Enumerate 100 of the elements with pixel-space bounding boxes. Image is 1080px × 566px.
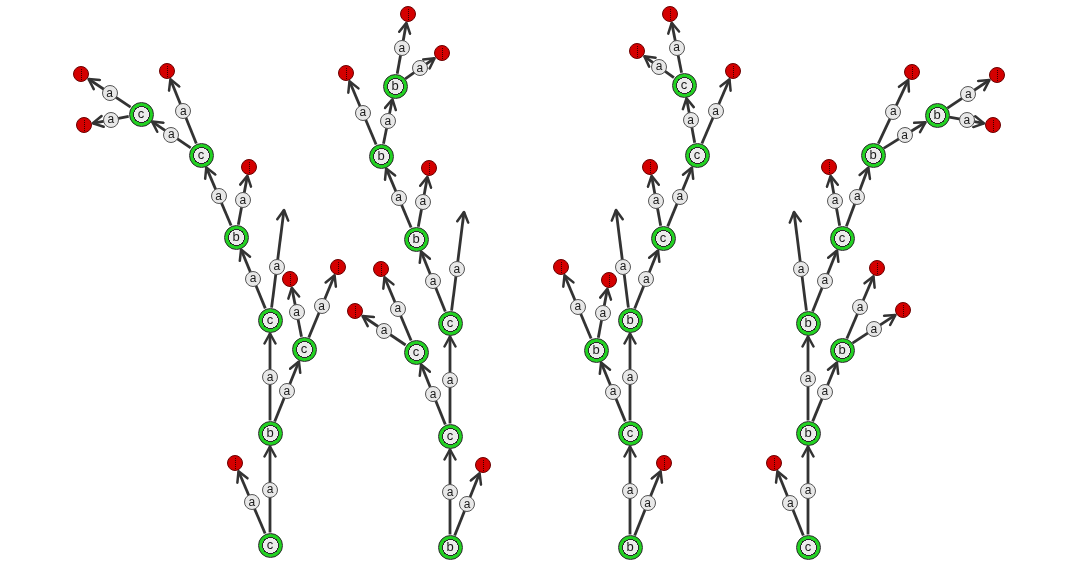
- state-node: c: [188, 142, 214, 168]
- arrow: [87, 77, 132, 109]
- edge-label: a: [243, 494, 260, 511]
- state-node: b: [860, 142, 886, 168]
- edge-label: a: [175, 103, 192, 120]
- edge-label: a: [389, 300, 406, 317]
- state-node: c: [795, 534, 821, 560]
- edge-label: a: [816, 383, 833, 400]
- arrow: [347, 80, 378, 146]
- edge-label: a: [816, 272, 833, 289]
- arrow: [825, 174, 842, 226]
- edge-label: a: [393, 40, 410, 57]
- arrow: [382, 276, 413, 342]
- edge-label: a: [569, 298, 586, 315]
- end-node: [989, 67, 1005, 83]
- edge-label: a: [638, 271, 655, 288]
- arrow: [450, 210, 470, 311]
- state-node: b: [368, 143, 394, 169]
- edge-label: a: [210, 188, 227, 205]
- edge-label: a: [639, 495, 656, 512]
- state-node: b: [437, 534, 463, 560]
- end-node: [904, 64, 920, 80]
- end-node: [347, 303, 363, 319]
- end-node: [766, 455, 782, 471]
- end-node: [434, 45, 450, 61]
- end-node: [985, 117, 1001, 133]
- state-node: b: [403, 226, 429, 252]
- end-node: [869, 260, 885, 276]
- edge-label: a: [707, 103, 724, 120]
- arrow: [263, 332, 277, 421]
- arrow: [263, 445, 277, 533]
- edge-label: a: [852, 299, 869, 316]
- end-node: [76, 117, 92, 133]
- arrow: [788, 210, 808, 311]
- state-node: c: [617, 420, 643, 446]
- end-node: [338, 65, 354, 81]
- edge-label: a: [668, 39, 685, 56]
- edge-label: a: [442, 372, 458, 388]
- state-node: c: [829, 225, 855, 251]
- arrow: [596, 287, 613, 338]
- state-node: c: [257, 307, 283, 333]
- edge-label: a: [671, 188, 688, 205]
- end-node: [725, 63, 741, 79]
- end-node: [821, 159, 837, 175]
- end-node: [159, 63, 175, 79]
- arrow: [845, 166, 872, 227]
- state-node: b: [924, 102, 950, 128]
- arrow: [801, 445, 815, 535]
- arrow: [307, 274, 338, 339]
- edge-label: a: [262, 481, 278, 498]
- arrow: [416, 175, 433, 227]
- edge-label: a: [648, 192, 665, 209]
- edge-label: a: [245, 270, 262, 287]
- arrow: [443, 448, 457, 535]
- state-node: b: [257, 420, 283, 446]
- arrow: [623, 445, 637, 535]
- end-node: [373, 261, 389, 277]
- edge-label: a: [960, 86, 977, 102]
- arrow: [270, 208, 290, 308]
- edge-label: a: [411, 60, 428, 77]
- edge-label: a: [958, 112, 975, 129]
- arrow: [801, 335, 815, 421]
- edge-label: a: [885, 103, 902, 120]
- end-node: [241, 159, 257, 175]
- edge-label: a: [682, 112, 699, 129]
- state-node: c: [671, 72, 697, 98]
- edge-label: a: [376, 322, 393, 339]
- state-node: b: [829, 337, 855, 363]
- end-node: [400, 6, 416, 22]
- end-node: [656, 455, 672, 471]
- edge-label: a: [234, 192, 251, 209]
- state-node: c: [684, 142, 710, 168]
- state-node: c: [437, 423, 463, 449]
- edge-label: a: [622, 369, 638, 385]
- edge-label: a: [425, 386, 442, 403]
- arrow: [287, 286, 303, 337]
- state-node: c: [437, 310, 463, 336]
- state-node: b: [795, 420, 821, 446]
- edge-label: a: [101, 85, 118, 101]
- edge-label: a: [313, 298, 330, 315]
- edge-label: a: [615, 258, 632, 275]
- state-node: b: [795, 310, 821, 336]
- edge-label: a: [163, 126, 180, 143]
- edge-label: a: [651, 58, 668, 75]
- arrow: [667, 21, 683, 73]
- state-node: b: [617, 534, 643, 560]
- end-node: [475, 457, 491, 473]
- state-node: c: [403, 339, 429, 365]
- state-node: c: [291, 336, 317, 362]
- state-node: c: [257, 532, 283, 558]
- edge-label: a: [288, 304, 305, 321]
- edge-label: a: [459, 496, 476, 513]
- arrow: [610, 208, 630, 308]
- arrow: [453, 472, 483, 536]
- end-node: [553, 259, 569, 275]
- edge-label: a: [605, 383, 622, 400]
- arrow: [623, 332, 637, 421]
- state-node: b: [223, 224, 249, 250]
- edge-label: a: [379, 113, 396, 130]
- end-node: [282, 271, 298, 287]
